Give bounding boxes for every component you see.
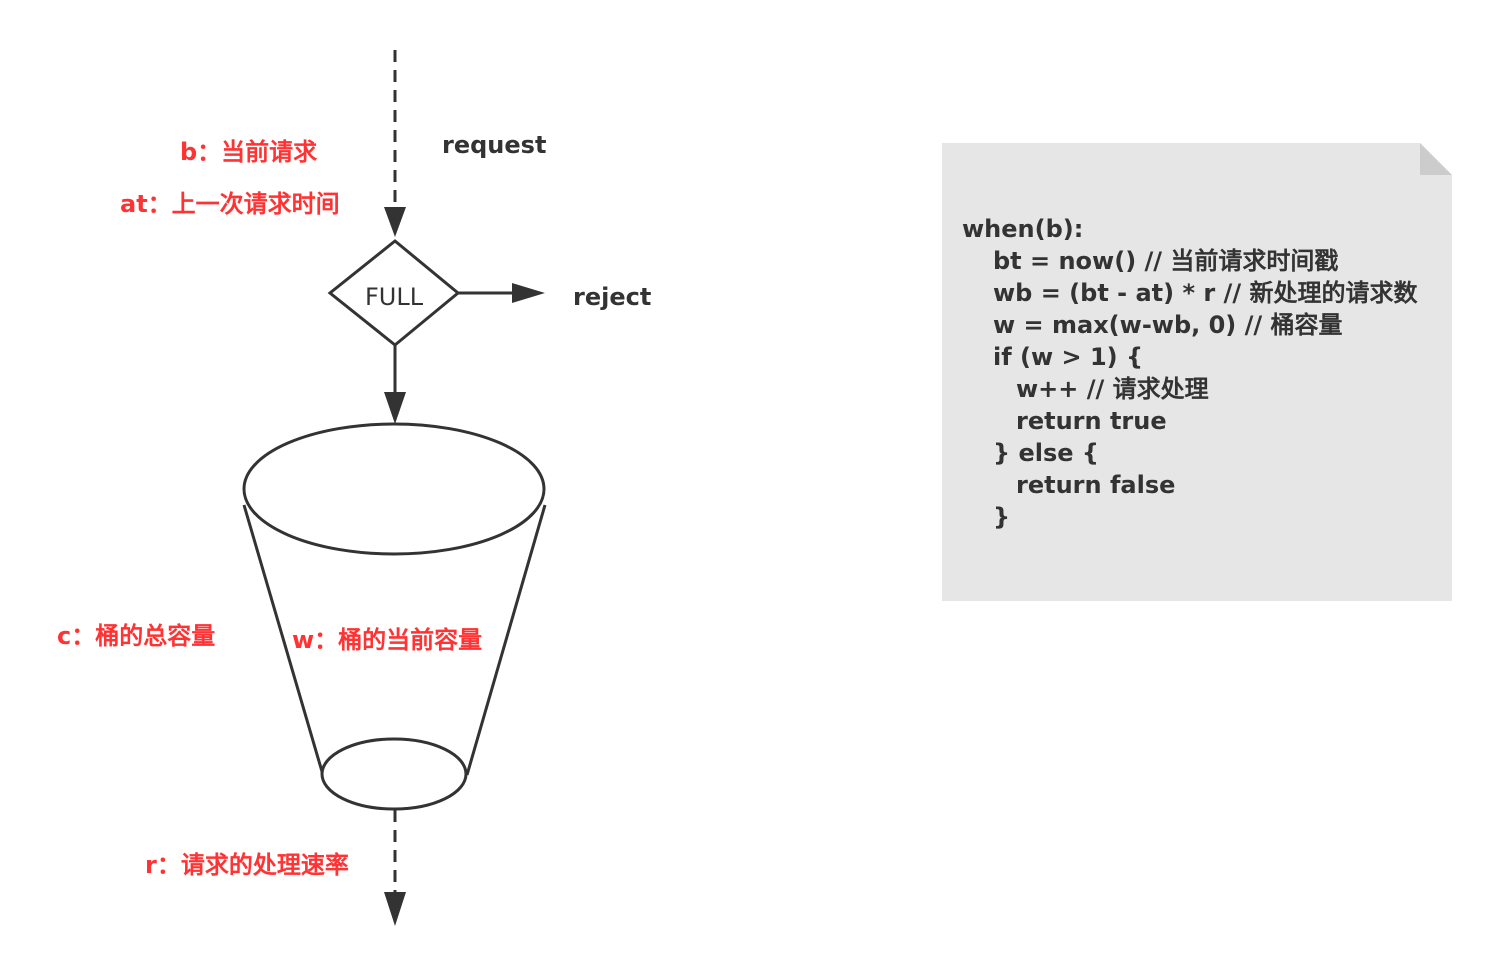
bucket-right-wall [465, 504, 547, 776]
request-label: request [442, 131, 547, 159]
code-note-shape [942, 143, 1452, 601]
annotation-w: w：桶的当前容量 [292, 626, 483, 654]
output-arrowhead [384, 892, 406, 926]
code-line: if (w > 1) { [993, 343, 1144, 371]
code-line: bt = now() // 当前请求时间戳 [993, 247, 1339, 275]
reject-arrowhead [512, 283, 545, 303]
code-line: w = max(w-wb, 0) // 桶容量 [993, 311, 1343, 339]
annotation-r: r：请求的处理速率 [145, 851, 349, 879]
reject-label: reject [573, 283, 652, 311]
code-line: return false [1016, 471, 1176, 499]
annotation-b: b：当前请求 [180, 138, 318, 166]
accept-arrowhead [384, 392, 406, 424]
bucket-bottom-ellipse [320, 737, 468, 811]
code-line: wb = (bt - at) * r // 新处理的请求数 [993, 279, 1418, 307]
code-line: w++ // 请求处理 [1016, 375, 1209, 403]
bucket-left-wall [242, 504, 325, 776]
code-note: when(b): bt = now() // 当前请求时间戳 wb = (bt … [962, 213, 1417, 533]
annotation-c: c：桶的总容量 [57, 622, 216, 650]
code-line: return true [1016, 407, 1167, 435]
annotation-at: at：上一次请求时间 [120, 190, 340, 218]
full-label: FULL [365, 283, 424, 311]
request-arrowhead [384, 207, 406, 237]
code-line: } [993, 503, 1011, 531]
note-folded-corner [1420, 143, 1452, 175]
bucket-top-ellipse [242, 422, 546, 556]
code-line: } else { [993, 439, 1099, 467]
code-line: when(b): [962, 215, 1084, 243]
